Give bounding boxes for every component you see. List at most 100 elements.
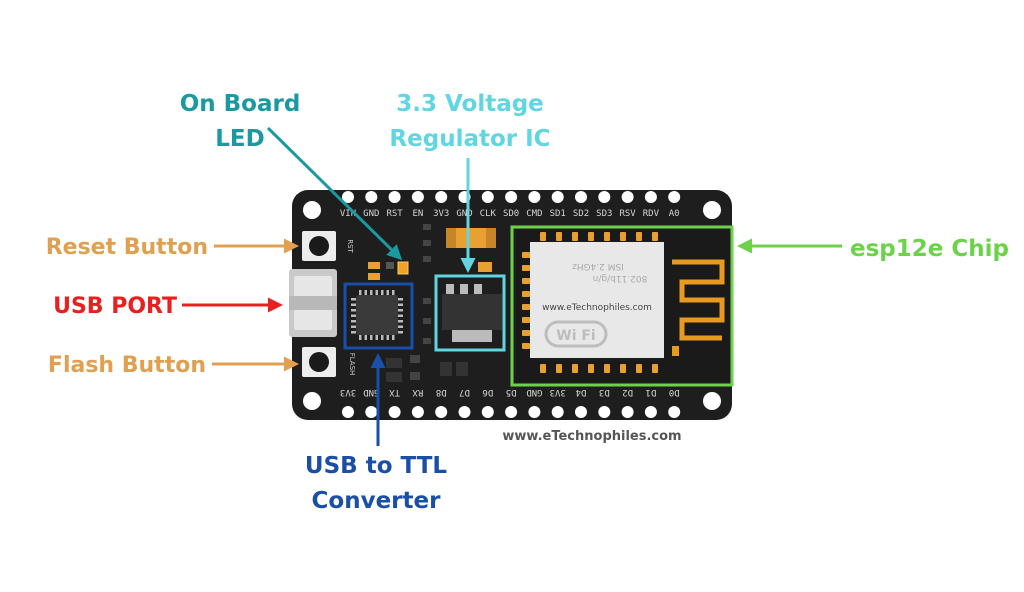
voltage-regulator <box>442 284 502 342</box>
top-pin-hole <box>411 191 424 203</box>
top-pin-label: 3V3 <box>433 209 449 219</box>
bottom-pin-hole <box>365 406 378 418</box>
top-pin-label: RSV <box>619 209 636 219</box>
top-pin-hole <box>621 191 634 203</box>
top-pin-hole <box>388 191 401 203</box>
mounting-hole <box>303 201 321 219</box>
reset-button <box>302 231 336 261</box>
onboard-led-label-line2: LED <box>215 126 264 152</box>
top-pin-hole <box>644 191 657 203</box>
usb-port <box>289 269 337 337</box>
onboard-led <box>397 261 409 275</box>
bottom-pin-label: D2 <box>622 387 633 397</box>
top-pin-hole <box>505 191 518 203</box>
bottom-pin-label: D7 <box>459 387 470 397</box>
flash-button-label: Flash Button <box>48 353 206 378</box>
top-pin-label: SD1 <box>550 209 566 219</box>
top-pin-hole <box>598 191 611 203</box>
bottom-pin-label: D4 <box>576 387 587 397</box>
top-pin-label: RST <box>386 209 403 219</box>
top-pin-label: CLK <box>480 209 497 219</box>
top-pin-hole <box>528 191 541 203</box>
top-pin-hole <box>342 191 354 203</box>
esp-chip-highlight <box>510 225 734 387</box>
top-pin-hole <box>668 191 681 203</box>
regulator-label-line2: Regulator IC <box>389 126 550 152</box>
flash-button <box>302 347 336 377</box>
top-pin-label: RDV <box>643 209 660 219</box>
top-pin-label: VIN <box>340 209 356 219</box>
wifi-logo: Wi Fi <box>544 320 608 348</box>
bottom-pin-hole <box>388 406 401 418</box>
esp-chip-label: esp12e Chip <box>850 236 1009 262</box>
top-pin-labels: VIN GND RST EN 3V3 GND CLK SD0 CMD SD1 SD2 SD3 RSV RD… <box>340 209 680 219</box>
top-pin-hole <box>435 191 448 203</box>
top-pin-hole <box>575 191 587 203</box>
onboard-led-label-line1: On Board <box>180 91 301 117</box>
onboard-led-arrow <box>266 126 403 261</box>
bottom-pin-hole <box>411 406 424 418</box>
bottom-pin-hole <box>528 406 541 418</box>
smd-components <box>368 224 496 382</box>
top-pin-hole <box>551 191 564 203</box>
module-shield <box>530 242 664 358</box>
bottom-pin-label: D0 <box>669 387 680 397</box>
mounting-hole <box>703 201 721 219</box>
mounting-hole <box>303 392 321 410</box>
rst-silkscreen: RST <box>346 239 354 253</box>
antenna-trace <box>672 259 725 341</box>
bottom-pin-label: RX <box>412 387 423 397</box>
flash-silkscreen: FLASH <box>348 353 356 376</box>
bottom-pin-label: TX <box>389 387 400 397</box>
bottom-pin-hole <box>505 406 518 418</box>
top-pin-label: GND <box>456 209 472 219</box>
bottom-pin-hole <box>598 406 611 418</box>
usb-ttl-label-line2: Converter <box>312 488 442 514</box>
bottom-pin-hole <box>481 406 494 418</box>
bottom-pin-label: 3V3 <box>340 387 356 397</box>
top-pin-label: SD3 <box>596 209 612 219</box>
usb-port-label: USB PORT <box>53 294 177 319</box>
top-pin-label: GND <box>363 209 379 219</box>
regulator-label-line1: 3.3 Voltage <box>396 91 544 117</box>
usb-ttl-label-line1: USB to TTL <box>305 453 447 479</box>
esp12e-module: ISM 2.4GHz 802.11b/g/n www.eTechnophiles… <box>516 230 730 382</box>
module-watermark: www.eTechnophiles.com <box>542 303 652 313</box>
bottom-pin-hole <box>575 406 587 418</box>
bottom-pin-label: GND <box>363 387 379 397</box>
top-pin-holes <box>342 191 681 203</box>
bottom-pin-hole <box>668 406 681 418</box>
top-pin-label: CMD <box>526 209 542 219</box>
top-pin-hole <box>481 191 494 203</box>
mounting-hole <box>703 392 721 410</box>
reset-button-label: Reset Button <box>46 235 208 260</box>
top-pin-label: A0 <box>669 209 680 219</box>
bottom-pin-label: D8 <box>436 387 447 397</box>
bottom-pin-label: 3V3 <box>550 387 566 397</box>
bottom-pin-hole <box>621 406 634 418</box>
bottom-pin-holes <box>342 406 681 418</box>
top-pin-label: EN <box>412 209 423 219</box>
bottom-pin-label: D1 <box>645 387 656 397</box>
website-watermark: www.eTechnophiles.com <box>502 429 681 444</box>
bottom-pin-hole <box>458 406 471 418</box>
bottom-pin-hole <box>342 406 354 418</box>
top-pin-label: SD2 <box>573 209 589 219</box>
top-pin-label: SD0 <box>503 209 519 219</box>
module-text-standard: 802.11b/g/n <box>593 273 648 283</box>
bottom-pin-label: GND <box>526 387 542 397</box>
module-text-ism: ISM 2.4GHz <box>572 261 624 271</box>
usb-ttl-chip <box>350 289 404 341</box>
bottom-pin-hole <box>435 406 448 418</box>
bottom-pin-hole <box>644 406 657 418</box>
capacitor <box>446 228 496 248</box>
regulator-highlight <box>434 274 506 352</box>
top-pin-hole <box>365 191 378 203</box>
bottom-pin-label: D6 <box>482 387 493 397</box>
wifi-logo-text: Wi Fi <box>556 328 595 344</box>
bottom-pin-label: D5 <box>506 387 517 397</box>
usb-ttl-highlight <box>343 282 414 350</box>
bottom-pin-hole <box>551 406 564 418</box>
